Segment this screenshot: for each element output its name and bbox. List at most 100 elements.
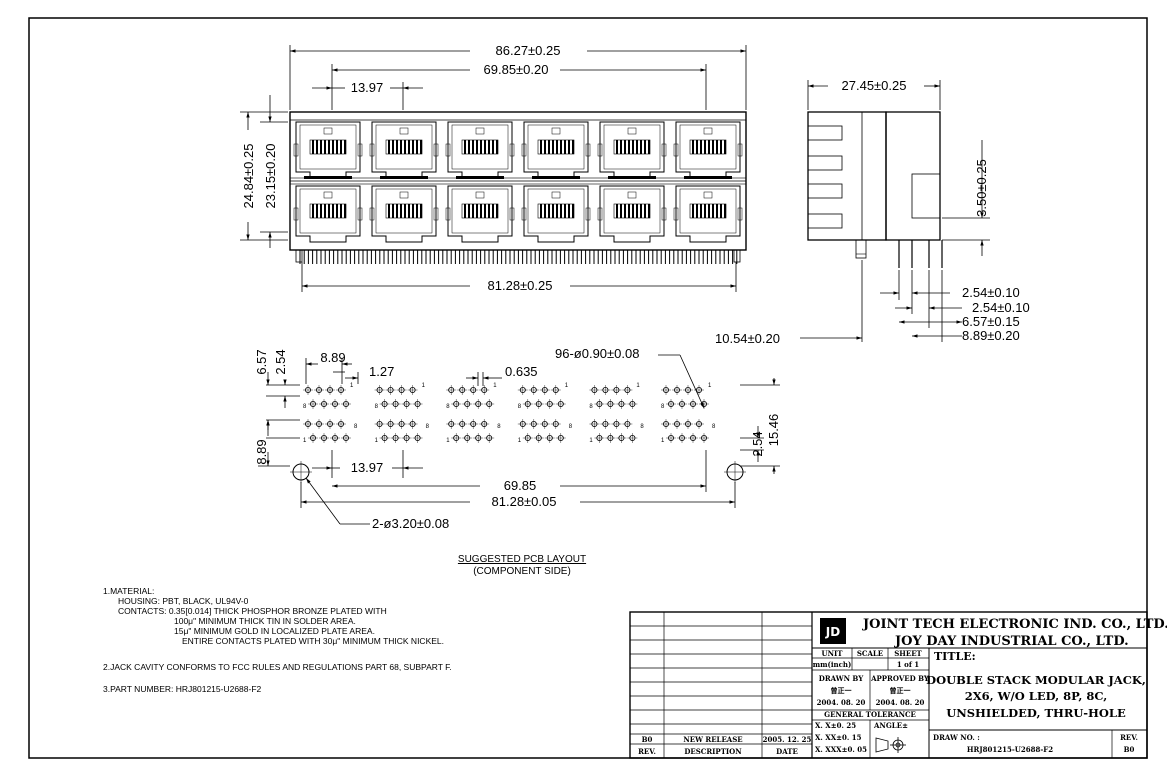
revision-row-rev: B0 bbox=[642, 735, 653, 744]
dim-pcb-254-left: 2.54 bbox=[273, 349, 288, 374]
rj45-port bbox=[673, 121, 743, 179]
side-view bbox=[807, 111, 943, 268]
dim-pcb-889-left: 8.89 bbox=[254, 439, 269, 464]
pin-index-mark: 8 bbox=[354, 424, 358, 430]
rj45-port bbox=[597, 121, 667, 179]
draw-no-value: HRJ801215-U2688-F2 bbox=[967, 745, 1053, 754]
sheet-value: 1 of 1 bbox=[897, 660, 919, 669]
pin-index-mark: 1 bbox=[518, 438, 522, 444]
tolerance-1: X. X±0. 25 bbox=[815, 721, 856, 730]
pin-index-mark: 8 bbox=[589, 404, 593, 410]
drawn-by-name: 曾正一 bbox=[831, 686, 852, 695]
pin-index-mark: 8 bbox=[375, 404, 379, 410]
board-lock bbox=[295, 249, 303, 263]
note-line: 15μ" MINIMUM GOLD IN LOCALIZED PLATE ARE… bbox=[174, 626, 375, 636]
title-block bbox=[629, 611, 1148, 759]
led-window bbox=[608, 176, 656, 179]
note-line: ENTIRE CONTACTS PLATED WITH 30μ" MINIMUM… bbox=[182, 636, 444, 646]
dim-pcb-mount: 2-ø3.20±0.08 bbox=[372, 516, 449, 531]
company-logo-icon: JD bbox=[820, 618, 846, 644]
pin-index-mark: 1 bbox=[589, 438, 593, 444]
revision-header-description: DESCRIPTION bbox=[684, 747, 742, 756]
dim-side-offset: 10.54±0.20 bbox=[715, 331, 780, 346]
notes-block: 1.MATERIAL: HOUSING: PBT, BLACK, UL94V-0… bbox=[103, 586, 452, 694]
pin-index-mark: 1 bbox=[303, 438, 307, 444]
title-line-3: UNSHIELDED, THRU-HOLE bbox=[946, 706, 1126, 720]
pin-index-mark: 8 bbox=[426, 424, 430, 430]
pin-index-mark: 1 bbox=[661, 438, 665, 444]
rev-label: REV. bbox=[1120, 733, 1138, 742]
note-line: 2.JACK CAVITY CONFORMS TO FCC RULES AND … bbox=[103, 662, 452, 672]
pin-index-mark: 8 bbox=[303, 404, 307, 410]
pin-index-mark: 1 bbox=[636, 383, 640, 389]
note-line: HOUSING: PBT, BLACK, UL94V-0 bbox=[118, 596, 249, 606]
pcb-dimension-text: 6.57 2.54 8.89 1.27 0.635 96-ø0.90±0.08 … bbox=[254, 346, 781, 577]
dim-side-pitch-b: 2.54±0.10 bbox=[972, 300, 1030, 315]
dim-pcb-657: 6.57 bbox=[254, 349, 269, 374]
approved-date: 2004. 08. 20 bbox=[876, 698, 925, 707]
drawn-by-label: DRAWN BY bbox=[819, 674, 864, 683]
approved-by-name: 曾正一 bbox=[890, 686, 911, 695]
dim-pcb-0635: 0.635 bbox=[505, 364, 538, 379]
dim-pcb-1546: 15.46 bbox=[766, 414, 781, 447]
pin-index-mark: 8 bbox=[661, 404, 665, 410]
drawn-date: 2004. 08. 20 bbox=[817, 698, 866, 707]
revision-header-date: DATE bbox=[776, 747, 798, 756]
front-view bbox=[289, 111, 747, 264]
svg-text:JD: JD bbox=[825, 625, 840, 639]
tolerance-2: X. XX±0. 15 bbox=[815, 733, 862, 742]
rj45-port bbox=[369, 121, 439, 179]
rj45-port bbox=[293, 185, 363, 243]
pcb-layout-subtitle: (COMPONENT SIDE) bbox=[473, 566, 571, 577]
dim-side-pitch-a: 2.54±0.10 bbox=[962, 285, 1020, 300]
rj45-port bbox=[597, 185, 667, 243]
company-name-2: JOY DAY INDUSTRIAL CO., LTD. bbox=[894, 634, 1129, 649]
dim-pcb-254-right: 2.54 bbox=[750, 431, 765, 456]
title-block-text: JD JOINT TECH ELECTRONIC IND. CO., LTD. … bbox=[638, 617, 1167, 756]
pin-index-mark: 8 bbox=[446, 404, 450, 410]
rj45-port bbox=[673, 185, 743, 243]
tolerance-3: X. XXX±0. 05 bbox=[815, 745, 867, 754]
pin-index-mark: 1 bbox=[708, 383, 712, 389]
revision-row-date: 2005. 12. 25 bbox=[763, 735, 812, 744]
pin-index-mark: 8 bbox=[640, 424, 644, 430]
rj45-port bbox=[521, 185, 591, 243]
sheet-label: SHEET bbox=[894, 649, 922, 658]
board-lock bbox=[733, 249, 741, 263]
note-line: 1.MATERIAL: bbox=[103, 586, 154, 596]
title-line-1: DOUBLE STACK MODULAR JACK, bbox=[926, 673, 1146, 687]
dim-side-depth: 27.45±0.25 bbox=[842, 78, 907, 93]
dim-pitch-top: 13.97 bbox=[351, 80, 384, 95]
dim-side-span-d: 8.89±0.20 bbox=[962, 328, 1020, 343]
title-label: TITLE: bbox=[934, 650, 976, 663]
dim-side-height: 3.50±0.25 bbox=[974, 159, 989, 217]
rj45-port bbox=[445, 121, 515, 179]
pin-index-mark: 1 bbox=[350, 383, 354, 389]
front-view-dimension-text: 86.27±0.25 69.85±0.20 13.97 24.84±0.25 2… bbox=[241, 43, 560, 293]
third-angle-projection-icon bbox=[875, 737, 906, 753]
note-line: CONTACTS: 0.35[0.014] THICK PHOSPHOR BRO… bbox=[118, 606, 387, 616]
dim-base-width: 81.28±0.25 bbox=[488, 278, 553, 293]
unit-value: mm(inch) bbox=[813, 660, 852, 669]
pin-index-mark: 1 bbox=[375, 438, 379, 444]
note-line: 3.PART NUMBER: HRJ801215-U2688-F2 bbox=[103, 684, 262, 694]
pin-index-mark: 8 bbox=[569, 424, 573, 430]
dim-overall-width: 86.27±0.25 bbox=[496, 43, 561, 58]
title-line-2: 2X6, W/O LED, 8P, 8C, bbox=[965, 689, 1108, 703]
dim-height-overall: 24.84±0.25 bbox=[241, 144, 256, 209]
dim-pcb-127: 1.27 bbox=[369, 364, 394, 379]
sheet-border bbox=[28, 17, 1148, 759]
dim-pcb-6985: 69.85 bbox=[504, 478, 537, 493]
pcb-hole-group: 8 1 1 8 bbox=[303, 383, 358, 444]
note-line: 100μ" MINIMUM THICK TIN IN SOLDER AREA. bbox=[174, 616, 356, 626]
unit-label: UNIT bbox=[822, 649, 844, 658]
led-window bbox=[380, 176, 428, 179]
dim-pcb-889-top: 8.89 bbox=[320, 350, 345, 365]
side-view-dimensions bbox=[800, 80, 990, 342]
led-window bbox=[304, 176, 352, 179]
